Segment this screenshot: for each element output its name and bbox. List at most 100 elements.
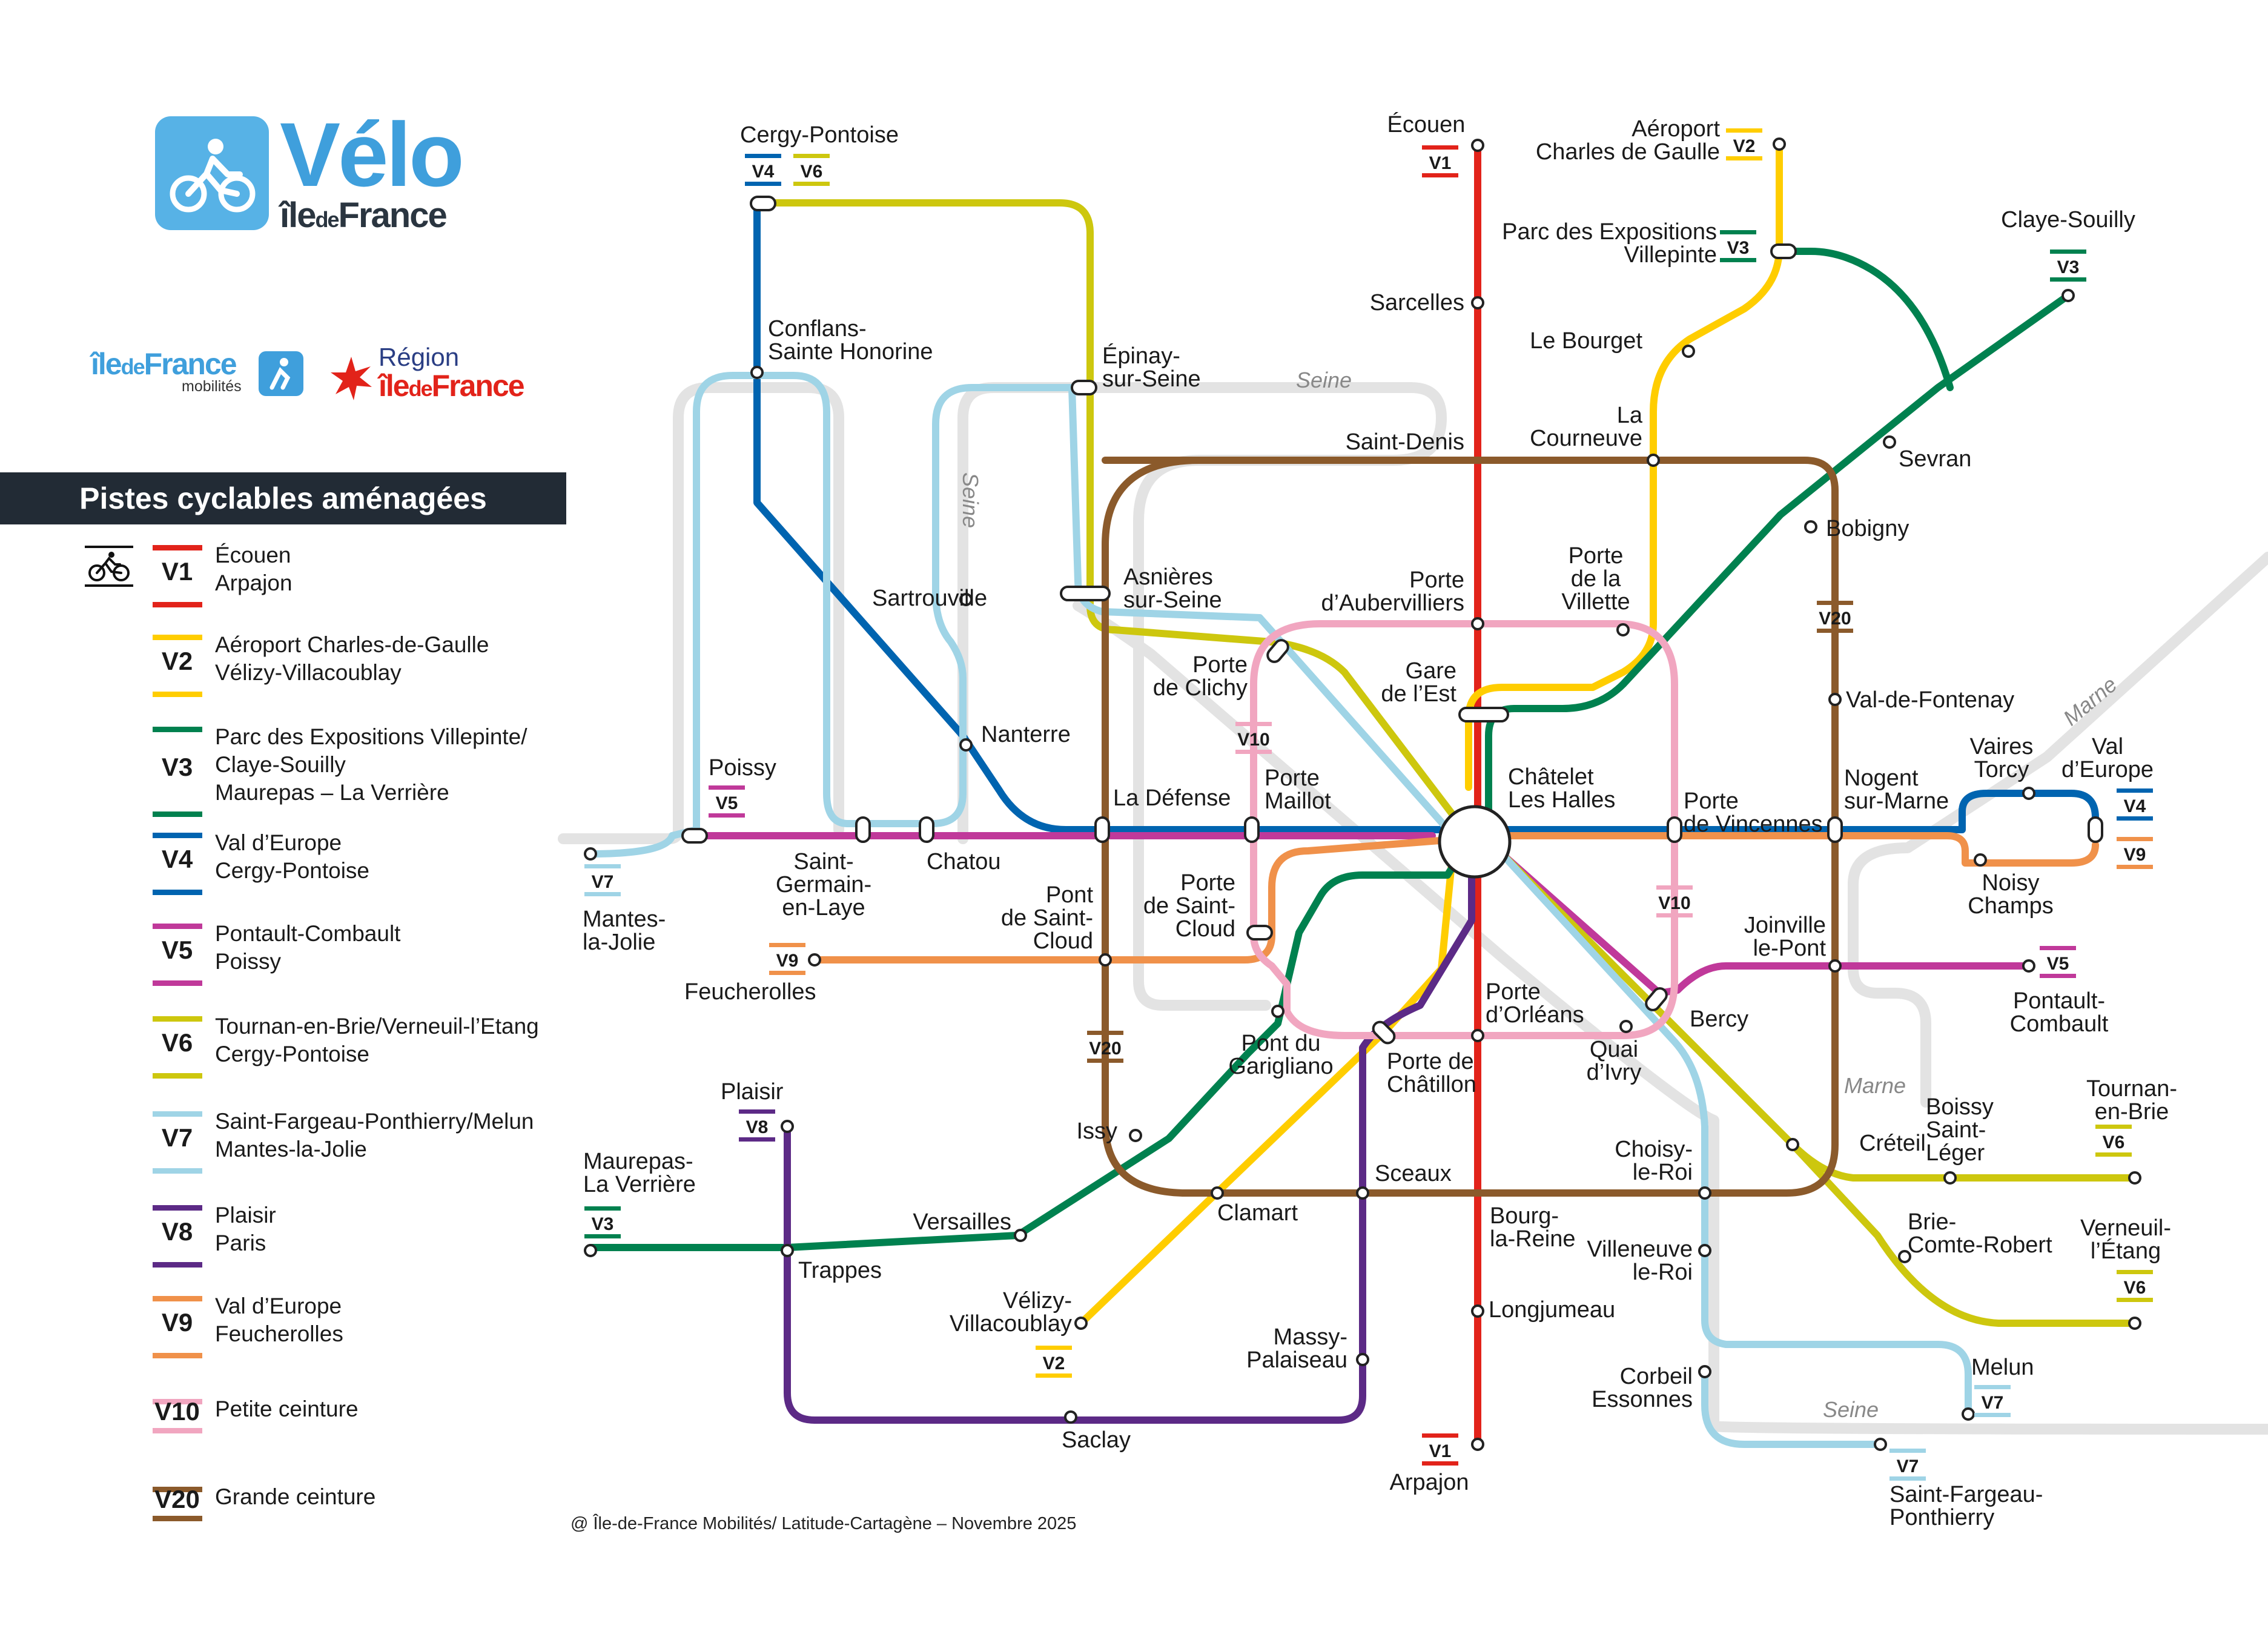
route-v10 <box>1250 620 1678 1039</box>
station-saint-germain: Germain- <box>776 872 871 897</box>
legend-text: Cergy-Pontoise <box>215 1042 370 1066</box>
badge-bar <box>1036 1346 1072 1350</box>
station-porte-vincennes: de Vincennes <box>1684 811 1823 837</box>
stop <box>1356 1186 1369 1200</box>
legend-code: V1 <box>161 557 193 586</box>
stop <box>1883 435 1896 449</box>
river-label-marne: Marne <box>1844 1073 1906 1098</box>
station-nogent: sur-Marne <box>1844 788 1949 814</box>
legend-text: Val d’Europe <box>215 1294 342 1318</box>
stop <box>1471 296 1484 309</box>
stop <box>1471 617 1484 630</box>
station-joinville: Joinville <box>1744 913 1826 938</box>
stop <box>1271 1005 1284 1018</box>
station-maurepas: La Verrière <box>583 1172 696 1197</box>
badge-bar <box>709 813 745 818</box>
legend-bar <box>153 1016 202 1022</box>
route-badge-v5: V5 <box>2047 954 2069 974</box>
legend-text: Parc des Expositions Villepinte/ <box>215 724 527 749</box>
station-asnieres: Asnières <box>1123 564 1213 590</box>
station-saint-denis: Saint-Denis <box>1346 429 1464 455</box>
badge-bar <box>2117 1270 2153 1274</box>
station-bourg-la-reine: la-Reine <box>1490 1226 1576 1252</box>
route-badge-v4: V4 <box>752 162 775 182</box>
route-badge-v1: V1 <box>1429 1441 1452 1461</box>
station-porte-chatillon: Porte de <box>1387 1049 1474 1074</box>
stop <box>1698 1186 1711 1200</box>
station-maurepas: Maurepas- <box>583 1149 693 1174</box>
badge-bar <box>2050 277 2086 282</box>
connector <box>1244 816 1260 843</box>
stop <box>808 953 821 967</box>
legend-text: Plaisir <box>215 1203 276 1228</box>
stop <box>1943 1171 1957 1185</box>
legend-text: Poissy <box>215 949 281 974</box>
stop <box>1211 1186 1224 1200</box>
station-chatou: Chatou <box>927 849 1001 874</box>
station-mantes: Mantes- <box>583 907 666 932</box>
connector <box>1094 816 1110 843</box>
station-epinay: Épinay- <box>1102 343 1180 369</box>
legend-bar <box>153 1296 202 1301</box>
station-saint-fargeau: Ponthierry <box>1889 1505 1994 1530</box>
legend-bar <box>153 1353 202 1358</box>
legend-text: Claye-Souilly <box>215 752 346 777</box>
route-badge-v1: V1 <box>1429 153 1452 173</box>
route-badge-v6: V6 <box>2103 1132 2125 1152</box>
station-ecouen: Écouen <box>1387 111 1466 137</box>
station-porte-maillot: Porte <box>1265 765 1320 791</box>
station-pontault: Pontault- <box>2013 988 2105 1014</box>
station-parc-expo: Villepinte <box>1624 242 1717 268</box>
stop <box>1962 1407 1975 1421</box>
stops <box>584 137 2141 1451</box>
route-v7 <box>587 372 1457 858</box>
station-longjumeau: Longjumeau <box>1489 1297 1615 1323</box>
station-val-europe: d’Europe <box>2061 757 2154 782</box>
legend-bar <box>153 1399 202 1404</box>
stop <box>1356 1353 1369 1366</box>
station-la-courneuve: Courneuve <box>1530 426 1642 451</box>
badge-bar <box>1656 885 1693 890</box>
station-corbeil: Corbeil <box>1620 1364 1693 1389</box>
station-conflans: Sainte Honorine <box>768 339 933 365</box>
station-velizy: Vélizy- <box>1003 1288 1072 1314</box>
connector <box>1770 243 1797 259</box>
badge-bar <box>1817 601 1853 605</box>
station-porte-villette: Villette <box>1561 589 1630 615</box>
badge-bar <box>584 1234 621 1238</box>
station-vaires: Vaires <box>1970 734 2034 759</box>
station-creteil: Créteil <box>1859 1131 1926 1156</box>
badge-bar <box>1720 258 1756 262</box>
stop <box>1828 959 1842 973</box>
idf-logo-text: îledeFrance <box>280 196 448 235</box>
stop <box>1471 139 1484 152</box>
stop <box>781 1120 794 1133</box>
badge-bar <box>584 892 621 896</box>
legend-text: Aéroport Charles-de-Gaulle <box>215 632 489 657</box>
connector <box>1667 816 1682 843</box>
badge-bar <box>739 1137 775 1142</box>
legend-code: V20 <box>154 1485 200 1513</box>
stop <box>1804 520 1817 534</box>
badge-bar <box>1235 750 1272 754</box>
station-asnieres: sur-Seine <box>1123 587 1222 613</box>
connector <box>681 828 708 844</box>
route-badge-v10: V10 <box>1237 730 1269 750</box>
station-boissy: Boissy <box>1926 1094 1994 1120</box>
legend-code: V9 <box>161 1308 193 1337</box>
badge-bar <box>584 864 621 868</box>
badge-bar <box>2095 1152 2132 1157</box>
stop <box>1898 1250 1911 1263</box>
station-choisy: Choisy- <box>1615 1137 1693 1162</box>
station-boissy: Léger <box>1926 1140 1985 1166</box>
station-porte-aubervilliers: d’Aubervilliers <box>1321 590 1464 616</box>
badge-bar <box>1726 128 1762 133</box>
station-joinville: le-Pont <box>1753 936 1827 961</box>
central-hub <box>1438 805 1512 879</box>
connector <box>1246 925 1273 940</box>
station-le-bourget: Le Bourget <box>1530 328 1642 354</box>
station-porte-villette: Porte <box>1569 543 1624 569</box>
station-quai-ivry: d’Ivry <box>1587 1060 1642 1085</box>
connector <box>855 816 871 843</box>
station-sarcelles: Sarcelles <box>1370 290 1464 316</box>
